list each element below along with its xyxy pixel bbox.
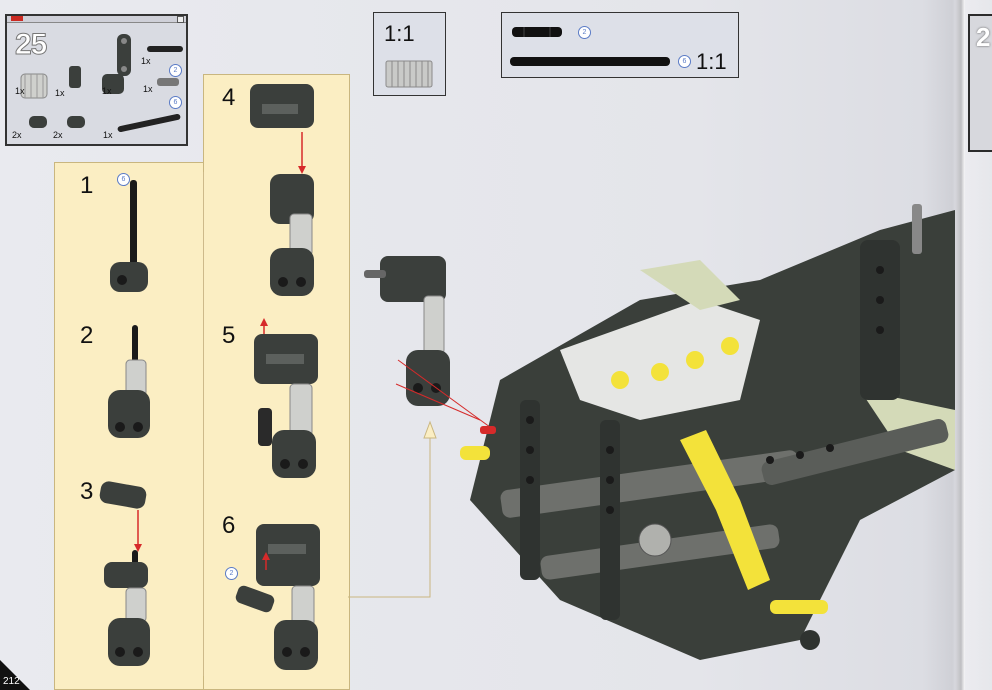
parts-list-illustration <box>20 34 183 133</box>
next-page-step-number: 2 <box>976 22 991 52</box>
scale-label: 1:1 <box>696 49 727 74</box>
substep-number-2: 2 <box>80 322 94 349</box>
book-gutter <box>955 0 965 690</box>
scale-box-bush: 1:1 <box>373 12 446 96</box>
parts-list-box: 25 1x 1x 1x 1x 1x <box>5 14 188 146</box>
substep-number-6: 6 <box>222 512 236 539</box>
substep-number-3: 3 <box>80 478 94 505</box>
close-icon <box>177 16 184 23</box>
page-number: 212 <box>3 676 20 687</box>
part-ref-circle: 6 <box>117 173 130 186</box>
parts-list-titlebar <box>7 16 186 23</box>
lego-logo-icon <box>11 16 23 21</box>
part-qty: 2x <box>12 130 22 140</box>
part-ref-circle: 6 <box>678 55 691 68</box>
part-ref-circle: 2 <box>578 26 591 39</box>
part-qty: 2x <box>53 130 63 140</box>
substep-number-1: 1 <box>80 172 94 199</box>
axle-icons <box>510 27 670 66</box>
part-qty: 1x <box>103 130 113 140</box>
part-qty: 1x <box>143 84 153 94</box>
substep-number-5: 5 <box>222 322 236 349</box>
part-ref-circle: 2 <box>225 567 238 580</box>
main-step-number: 25 <box>14 28 47 62</box>
bush-icon <box>385 60 433 88</box>
panel-divider <box>203 172 204 676</box>
page-corner <box>0 660 30 690</box>
part-qty: 1x <box>55 88 65 98</box>
part-qty: 1x <box>141 56 151 66</box>
part-ref-circle: 2 <box>169 64 182 77</box>
next-page-peek: 2 <box>968 14 992 152</box>
scale-box-axles: 2 6 1:1 <box>501 12 739 78</box>
part-qty: 1x <box>15 86 25 96</box>
part-ref-circle: 6 <box>169 96 182 109</box>
scale-label: 1:1 <box>384 21 415 46</box>
substep-number-4: 4 <box>222 84 236 111</box>
part-qty: 1x <box>102 86 112 96</box>
